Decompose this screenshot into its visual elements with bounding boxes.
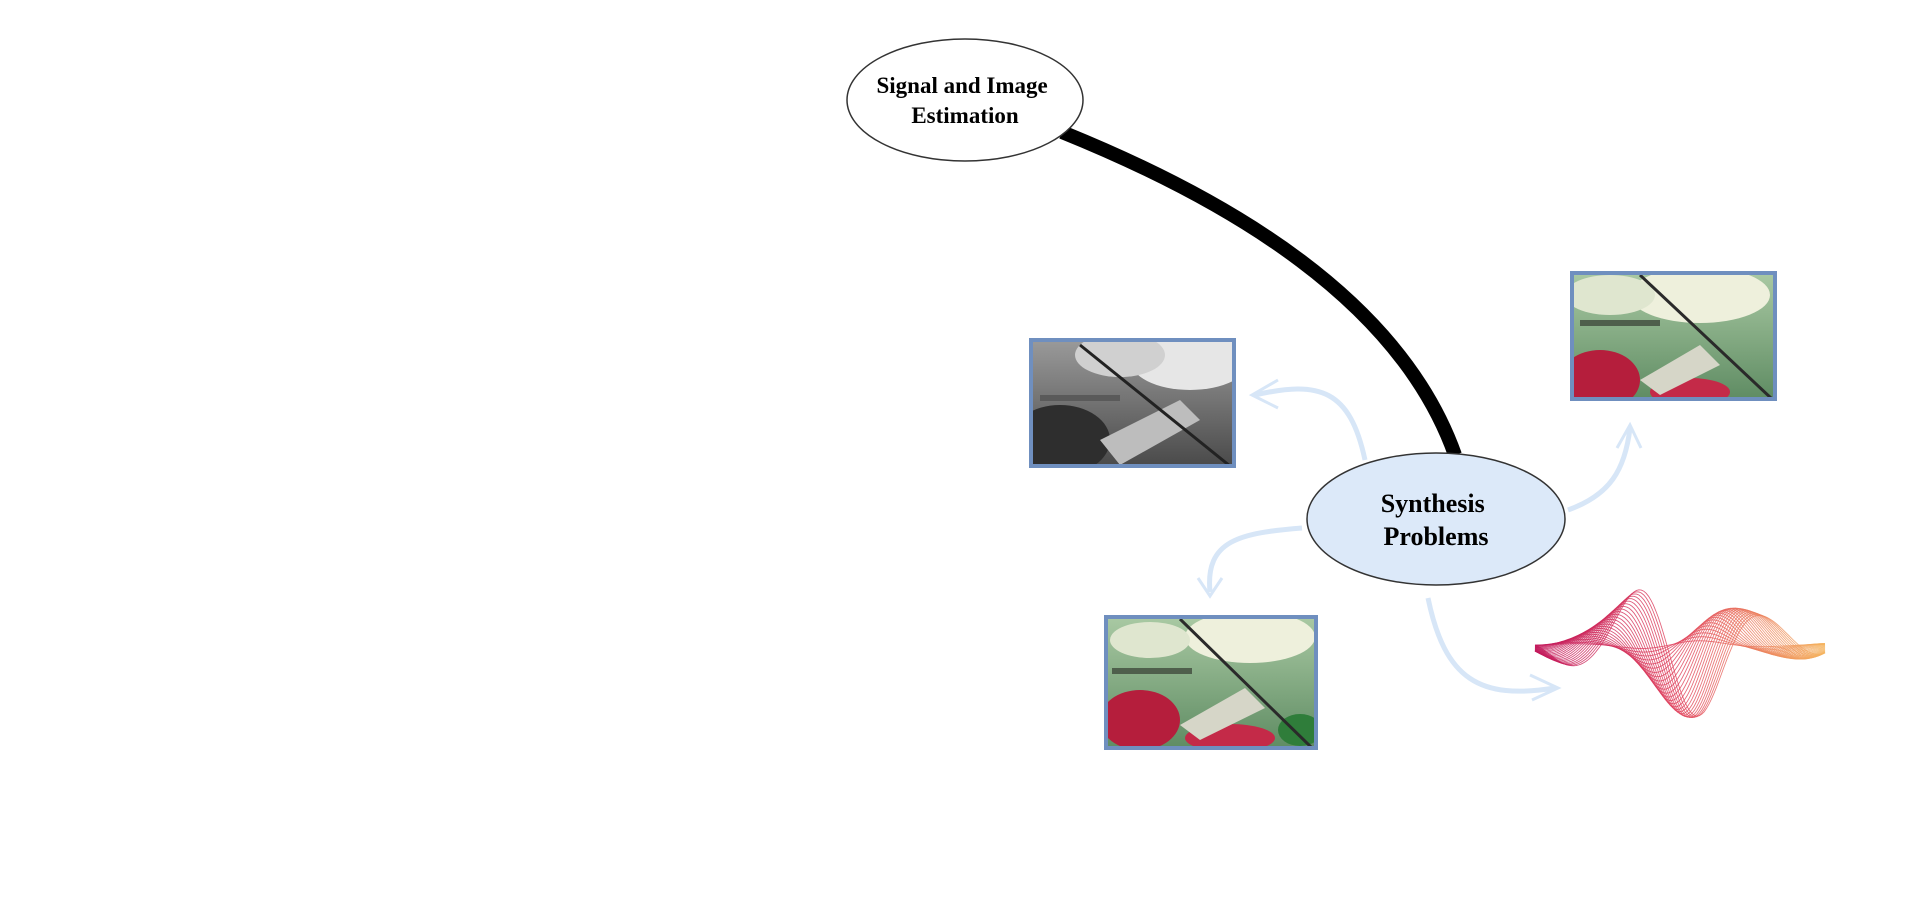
- center-node-label-line-2: Problems: [1384, 522, 1489, 551]
- arrow-to-bottom-color-photo: [1196, 525, 1303, 599]
- waveform-strand: [1534, 636, 1826, 653]
- root-node[interactable]: Signal and Image Estimation: [846, 38, 1084, 162]
- waveform-strand: [1534, 595, 1826, 718]
- waveform-strand: [1534, 625, 1825, 665]
- waveform-strand: [1534, 598, 1826, 718]
- color-garden-photo-top[interactable]: [1560, 267, 1777, 410]
- waveform-strand: [1534, 591, 1826, 718]
- waveform-strand: [1534, 616, 1826, 678]
- arrow-to-grayscale-photo: [1248, 378, 1368, 461]
- waveform-strand: [1534, 607, 1826, 710]
- root-node-label-line-1: Signal and Image: [876, 73, 1047, 98]
- waveform-strand: [1534, 593, 1826, 718]
- waveform-strand: [1535, 619, 1826, 673]
- root-connector-line: [1059, 125, 1462, 458]
- waveform-strand: [1534, 640, 1826, 649]
- center-node-label-line-1: Synthesis: [1381, 489, 1485, 518]
- svg-text:Signal and Image Estimat: Signal and Image Estimation: [876, 73, 1053, 128]
- waveform-strand: [1534, 589, 1826, 717]
- center-node[interactable]: Synthesis Problems: [1306, 452, 1566, 586]
- arrow-to-waveform: [1425, 597, 1562, 702]
- color-garden-photo-bottom[interactable]: [1100, 611, 1322, 752]
- root-node-label-line-2: Estimation: [911, 103, 1019, 128]
- grayscale-garden-photo[interactable]: [1010, 330, 1250, 475]
- waveform-strand: [1535, 622, 1826, 669]
- waveform-strand: [1534, 605, 1826, 715]
- svg-text:Synthesis Problems: Synthesis Problems: [1381, 489, 1492, 551]
- arrow-to-top-color-photo: [1567, 421, 1643, 513]
- waveform-image: [1534, 589, 1826, 718]
- waveform-strand: [1534, 600, 1826, 717]
